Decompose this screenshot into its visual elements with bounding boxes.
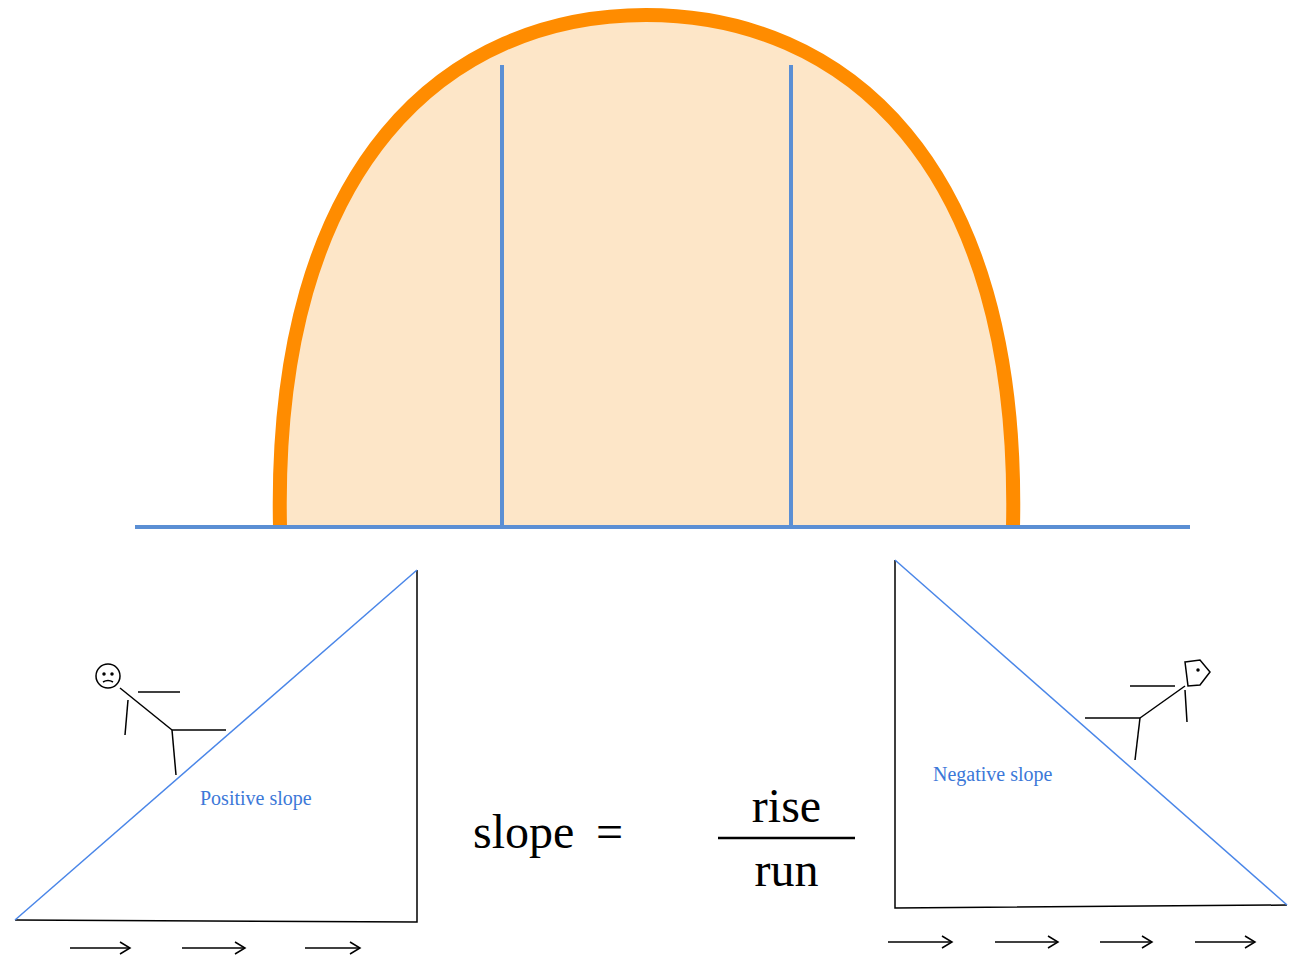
triangle-hypotenuse <box>895 560 1287 905</box>
arch-fill <box>280 15 1014 527</box>
slope-label: Negative slope <box>933 763 1052 785</box>
triangle-side <box>15 570 417 922</box>
formula-text: rise <box>718 782 855 830</box>
formula-text: = <box>596 808 623 856</box>
divider-line <box>500 65 504 527</box>
formula-text: run <box>718 846 855 894</box>
slope-triangle: Positive slope <box>15 570 418 922</box>
triangle-side <box>895 560 1287 908</box>
triangle-hypotenuse <box>15 570 417 920</box>
divider-line <box>789 65 793 527</box>
triangle-outline <box>895 560 1289 910</box>
arch-curve <box>280 15 1014 527</box>
fraction-bar <box>718 837 855 840</box>
baseline <box>135 525 1190 529</box>
direction-arrow <box>70 936 1255 954</box>
triangle-outline <box>15 570 418 922</box>
slope-triangle: Negative slope <box>895 560 1289 910</box>
slope-label: Positive slope <box>200 787 312 809</box>
formula-text: slope <box>473 808 574 856</box>
